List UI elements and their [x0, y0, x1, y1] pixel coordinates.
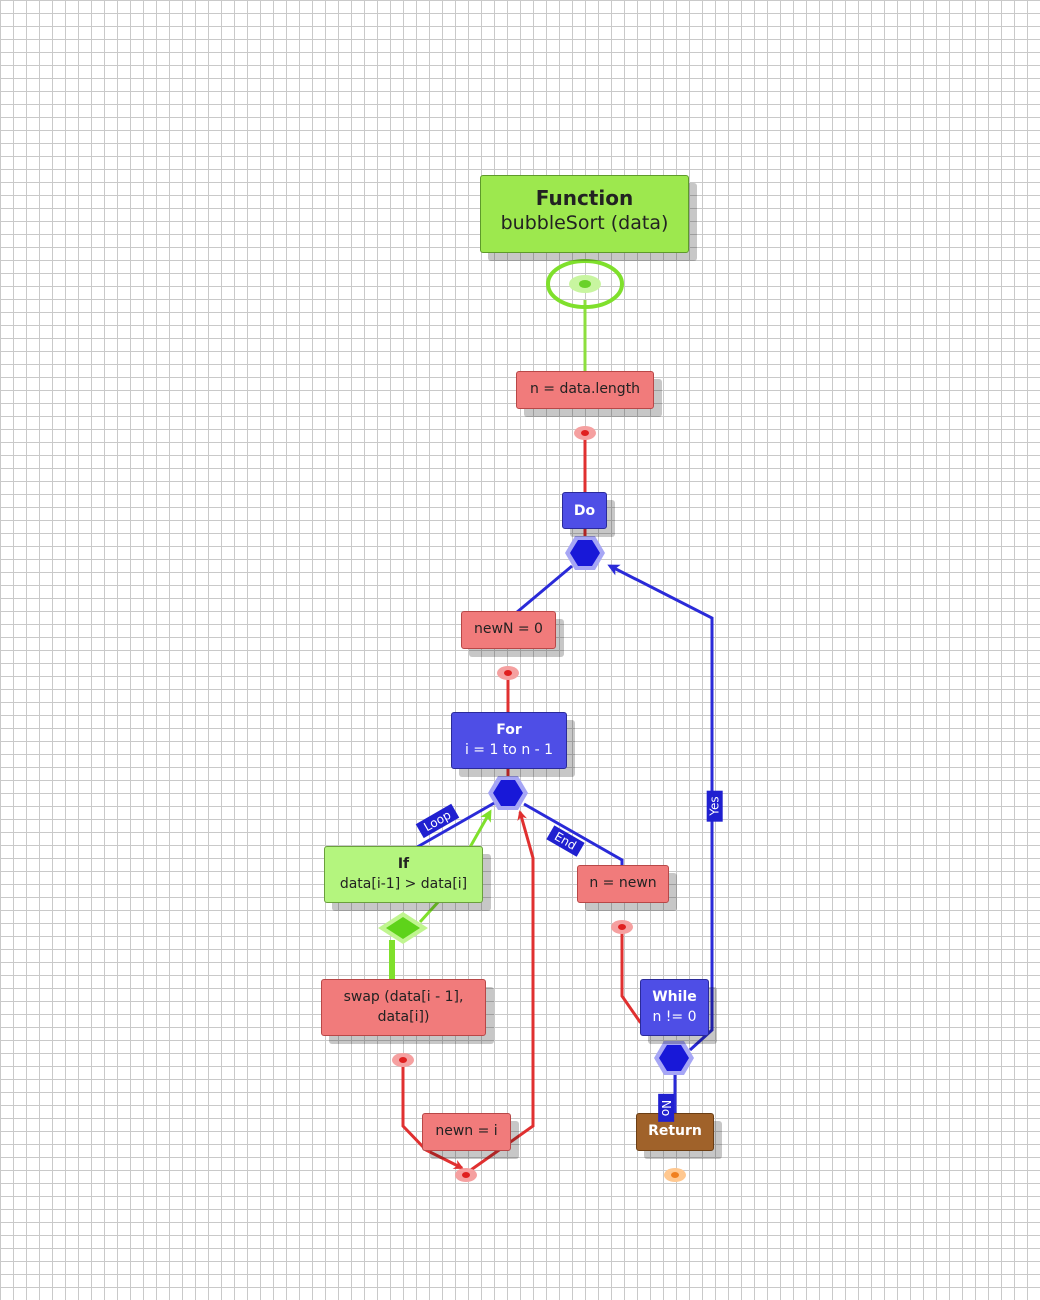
if-kind-label: If — [397, 856, 410, 872]
assign-n-newn-node[interactable]: n = newn — [577, 865, 669, 903]
edge-do-to-newn — [509, 564, 573, 620]
dot-swap-icon — [392, 1053, 414, 1067]
assign-n-newn-text: n = newn — [589, 875, 657, 891]
swap-text-line1: swap (data[i - 1], — [343, 989, 464, 1005]
do-hexagon-icon — [565, 536, 605, 570]
for-range-text: i = 1 to n - 1 — [464, 742, 554, 758]
assign-n-text: n = data.length — [529, 381, 641, 397]
while-condition-text: n != 0 — [652, 1009, 697, 1025]
return-node[interactable]: Return — [636, 1113, 714, 1151]
function-node[interactable]: Function bubbleSort (data) — [480, 175, 689, 253]
return-kind-label: Return — [648, 1123, 702, 1139]
for-node[interactable]: For i = 1 to n - 1 — [451, 712, 567, 769]
swap-text-line2: data[i]) — [377, 1009, 430, 1025]
if-condition-text: data[i-1] > data[i] — [339, 876, 468, 892]
do-node[interactable]: Do — [562, 492, 607, 529]
for-hexagon-icon — [488, 776, 528, 810]
if-node[interactable]: If data[i-1] > data[i] — [324, 846, 483, 903]
dot-n-newn-icon — [611, 920, 633, 934]
dot-assign-icon — [574, 426, 596, 440]
function-kind-label: Function — [535, 186, 634, 210]
assign-newn-text: newN = 0 — [474, 621, 543, 637]
assign-newn-i-node[interactable]: newn = i — [422, 1113, 511, 1151]
edge-swap-to-newn — [401, 1062, 464, 1170]
edge-while-yes — [607, 564, 714, 1052]
edge-label-no: No — [658, 1093, 675, 1123]
swap-node[interactable]: swap (data[i - 1], data[i]) — [321, 979, 486, 1036]
do-kind-label: Do — [573, 503, 596, 519]
dot-newn-icon — [497, 666, 519, 680]
start-connector-icon — [546, 259, 624, 309]
assign-n-node[interactable]: n = data.length — [516, 371, 654, 409]
dot-return-icon — [664, 1168, 686, 1182]
edge-label-yes: Yes — [706, 790, 723, 822]
assign-newn-node[interactable]: newN = 0 — [461, 611, 556, 649]
while-kind-label: While — [652, 989, 697, 1005]
assign-newn-i-text: newn = i — [435, 1123, 498, 1139]
while-hexagon-icon — [654, 1041, 694, 1075]
dot-newn-i-icon — [455, 1168, 477, 1182]
function-signature: bubbleSort (data) — [500, 212, 669, 234]
if-diamond-icon — [378, 912, 428, 944]
for-kind-label: For — [496, 722, 522, 738]
while-node[interactable]: While n != 0 — [640, 979, 709, 1036]
